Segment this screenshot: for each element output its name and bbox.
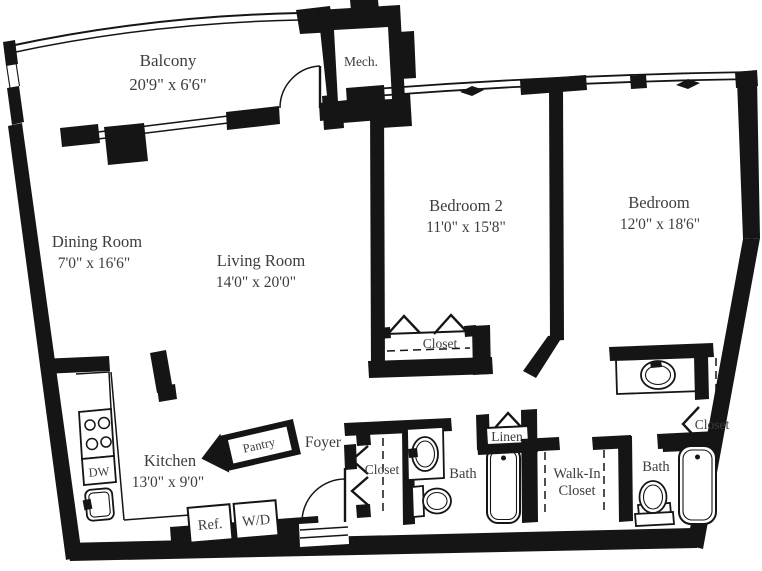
bedroom-dims: 12'0" x 18'6" [620, 216, 700, 233]
bedroom2-closet: Closet [368, 313, 493, 378]
dining-room-dims: 7'0" x 16'6" [58, 255, 131, 272]
bath1-label: Bath [449, 466, 477, 482]
washer-dryer-label: W/D [241, 512, 270, 530]
bath-2: Bath [634, 431, 718, 527]
balcony-window-wall [60, 100, 349, 165]
sink-icon [82, 487, 115, 522]
sink-icon [408, 436, 439, 472]
kitchen-dims: 13'0" x 9'0" [132, 474, 205, 491]
bifold-doors-icon [386, 313, 468, 336]
walk-in-closet-label-1: Walk-In [553, 466, 601, 482]
room-labels: Balcony 20'9" x 6'6" Bedroom 2 11'0" x 1… [52, 51, 700, 491]
bedroom2-dims: 11'0" x 15'8" [426, 219, 506, 236]
balcony-railing [9, 6, 334, 54]
dishwasher-label: DW [88, 464, 110, 480]
kitchen: DW Ref. W/D [75, 371, 280, 544]
walk-in-closet: Walk-In Closet [521, 435, 633, 522]
bath2-label: Bath [642, 459, 670, 475]
foyer-label: Foyer [305, 434, 342, 451]
interior-walls [40, 82, 564, 402]
living-room-label: Living Room [217, 251, 306, 270]
living-room-dims: 14'0" x 20'0" [216, 274, 296, 291]
bathtub-icon [486, 446, 521, 524]
balcony-door-swing [279, 65, 322, 109]
kitchen-label: Kitchen [144, 451, 196, 470]
bedroom2-label: Bedroom 2 [429, 196, 503, 215]
bedroom2-closet-label: Closet [423, 336, 458, 351]
washer-dryer: W/D [232, 499, 280, 540]
foyer-closet-label: Closet [365, 462, 400, 477]
entry-door-swing [299, 444, 357, 547]
dishwasher: DW [81, 455, 117, 486]
window-mullion-icon [460, 86, 484, 96]
closet-door-icon [493, 411, 523, 430]
linen-label: Linen [491, 429, 523, 444]
bedroom-closet-label: Closet [695, 417, 730, 432]
sink-icon [640, 360, 676, 390]
refrigerator: Ref. [186, 503, 234, 544]
balcony-label: Balcony [140, 51, 197, 70]
bedroom-vanity [609, 343, 714, 400]
stove-icon [78, 408, 115, 460]
walk-in-closet-label-2: Closet [558, 483, 595, 499]
refrigerator-label: Ref. [197, 516, 223, 534]
balcony-dims: 20'9" x 6'6" [129, 75, 206, 94]
toilet-icon [411, 485, 452, 518]
toilet-icon [634, 480, 675, 527]
window-mullion-icon [676, 79, 700, 89]
mech-label: Mech. [344, 54, 378, 69]
bedroom-label: Bedroom [628, 193, 690, 212]
bathtub-icon [678, 445, 717, 525]
dining-room-label: Dining Room [52, 232, 142, 251]
pantry: Pantry [201, 419, 301, 473]
